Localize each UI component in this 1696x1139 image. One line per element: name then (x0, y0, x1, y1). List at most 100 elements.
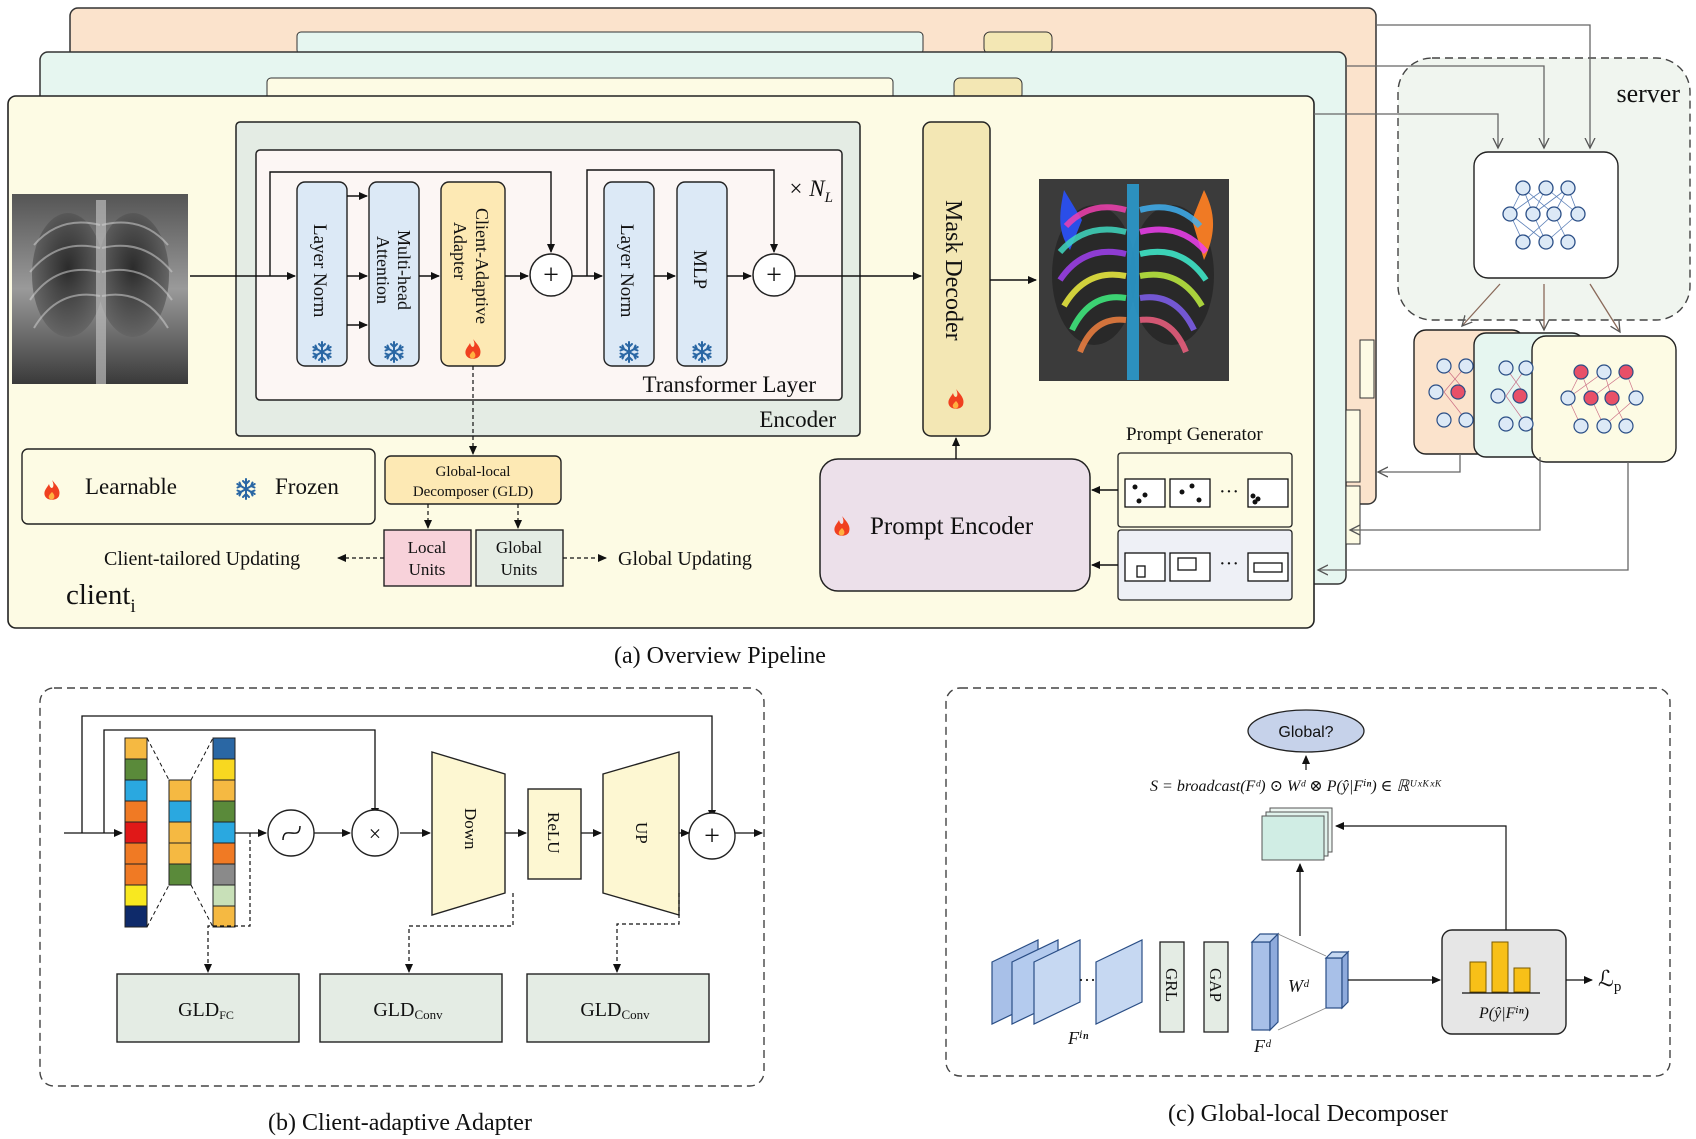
server-label: server (1616, 79, 1680, 108)
global-question-node (1247, 709, 1365, 753)
legend-frozen: Frozen (275, 474, 339, 499)
prompt-encoder-label: Prompt Encoder (870, 513, 1034, 540)
local-units-label-2: Units (409, 560, 446, 579)
down-projection-block (431, 751, 506, 916)
global-updating-label: Global Updating (618, 548, 752, 570)
multiply-node (351, 809, 399, 857)
download-arrows (1318, 454, 1629, 570)
encoder-label: Encoder (759, 407, 836, 432)
mlp-label: MLP (689, 250, 710, 289)
probability-histogram (1469, 941, 1531, 993)
w-d-label: Wᵈ (1288, 976, 1310, 996)
prompt-generator-label: Prompt Generator (1126, 424, 1263, 445)
f-in-stack (991, 939, 1143, 1025)
client-tailored-updating-label: Client-tailored Updating (104, 548, 300, 570)
gld-fc-box (116, 973, 300, 1043)
relu-block (527, 788, 582, 880)
down-label: Down (461, 808, 480, 850)
distribute-arrows (1462, 283, 1620, 332)
back-client-2-prompt-sliver-1 (1345, 409, 1361, 483)
w-d-output-feature (1324, 950, 1350, 1010)
feature-column-output (212, 737, 236, 928)
residual-add-1 (529, 253, 573, 297)
mask-decoder-block (922, 121, 991, 437)
output-segmentation-image (1039, 179, 1229, 381)
global-units-label-1: Global (496, 538, 543, 557)
multi-head-attention-label-2: Attention (373, 236, 393, 304)
gld-conv-2-box (526, 973, 710, 1043)
transformer-layer-label: Transformer Layer (642, 372, 816, 397)
up-label: UP (632, 822, 651, 844)
global-units-box (475, 529, 564, 587)
relu-label: ReLU (544, 812, 563, 854)
local-model-3 (1531, 335, 1677, 463)
layer-norm-2-block (603, 181, 655, 367)
panel-a-caption: (a) Overview Pipeline (614, 643, 826, 669)
formula: S = broadcast(Fᵈ) ⊙ Wᵈ ⊗ P(ŷ|Fⁱⁿ) ∈ ℝᵁˣᴷ… (1150, 778, 1442, 795)
global-model-box (1473, 151, 1619, 279)
panel-c-decomposer: Global? S = broadcast(Fᵈ) ⊙ Wᵈ ⊗ P(ŷ|Fⁱⁿ… (945, 687, 1671, 1127)
f-d-label: Fᵈ (1253, 1036, 1272, 1056)
point-prompts: ··· (1124, 478, 1289, 508)
global-model-nodes (1502, 180, 1586, 250)
panel-b-adapter: × Down ReLU UP + GLDFC GLDConv GLDConv (… (39, 687, 765, 1136)
gld-conv-1-label: GLDConv (373, 999, 443, 1022)
panel-a-overview: Encoder Transformer Layer × NL Layer Nor… (7, 7, 1691, 669)
mask-decoder-label: Mask Decoder (940, 200, 966, 341)
gld-label-2: Decomposer (GLD) (413, 484, 533, 500)
global-question-label: Global? (1278, 724, 1333, 741)
input-xray-image (12, 194, 188, 384)
gld-box (384, 455, 562, 505)
back-client-1-tab-2 (983, 31, 1053, 55)
feature-column-bottleneck (168, 779, 192, 886)
probability-label: P(ŷ|Fⁱⁿ) (1478, 1005, 1529, 1022)
adapter-label-2: Adapter (450, 222, 470, 280)
gld-conv-1-box (319, 973, 503, 1043)
mlp-block (676, 181, 728, 367)
residual-add-2 (752, 253, 796, 297)
layer-norm-2-label: Layer Norm (616, 224, 637, 318)
s-tensor-stack (1261, 807, 1333, 861)
back-client-2-prompt-sliver-2 (1345, 485, 1361, 545)
f-in-label: Fⁱⁿ (1067, 1028, 1089, 1048)
box-prompts: ··· (1124, 552, 1289, 582)
layer-norm-1-block (296, 181, 348, 367)
multi-head-attention-block (368, 181, 420, 367)
gld-label-1: Global-local (436, 464, 511, 480)
encoder-arrows (190, 169, 922, 329)
svg-text:···: ··· (1219, 553, 1239, 575)
gld-conv-2-label: GLDConv (580, 999, 650, 1022)
panel-b-border (39, 687, 765, 1087)
gld-fc-label: GLDFC (178, 999, 234, 1022)
panel-b-caption: (b) Client-adaptive Adapter (268, 1110, 532, 1136)
legend-box (21, 448, 376, 525)
multi-head-attention-label-1: Multi-head (394, 230, 414, 310)
f-in-dots: ··· (1078, 970, 1096, 990)
local-model-nodes (1428, 358, 1644, 434)
adapter-label-1: Client-Adaptive (472, 208, 492, 324)
sigmoid-icon (282, 825, 301, 841)
svg-text:+: + (543, 260, 559, 291)
gap-label: GAP (1206, 968, 1225, 1002)
legend-learnable: Learnable (85, 474, 177, 499)
loss-label: ℒp (1598, 966, 1621, 995)
back-client-1-tab-1 (296, 31, 924, 55)
feature-column-input (124, 737, 148, 928)
svg-text:···: ··· (1219, 481, 1239, 503)
gap-block (1203, 941, 1229, 1033)
local-units-box (383, 529, 472, 587)
back-client-1-prompt-sliver (1359, 339, 1375, 399)
f-d-feature (1250, 932, 1280, 1032)
prompt-encoder-box (819, 458, 1091, 592)
svg-text:+: + (704, 821, 720, 852)
panel-c-caption: (c) Global-local Decomposer (1168, 1101, 1448, 1127)
upload-arrows (1314, 24, 1590, 148)
repeat-label: × NL (788, 176, 833, 206)
client-label: clienti (66, 579, 136, 617)
panel-c-border (945, 687, 1671, 1077)
grl-block (1159, 941, 1185, 1033)
svg-text:+: + (766, 260, 782, 291)
residual-add-node (688, 812, 736, 860)
svg-text:×: × (369, 821, 381, 846)
